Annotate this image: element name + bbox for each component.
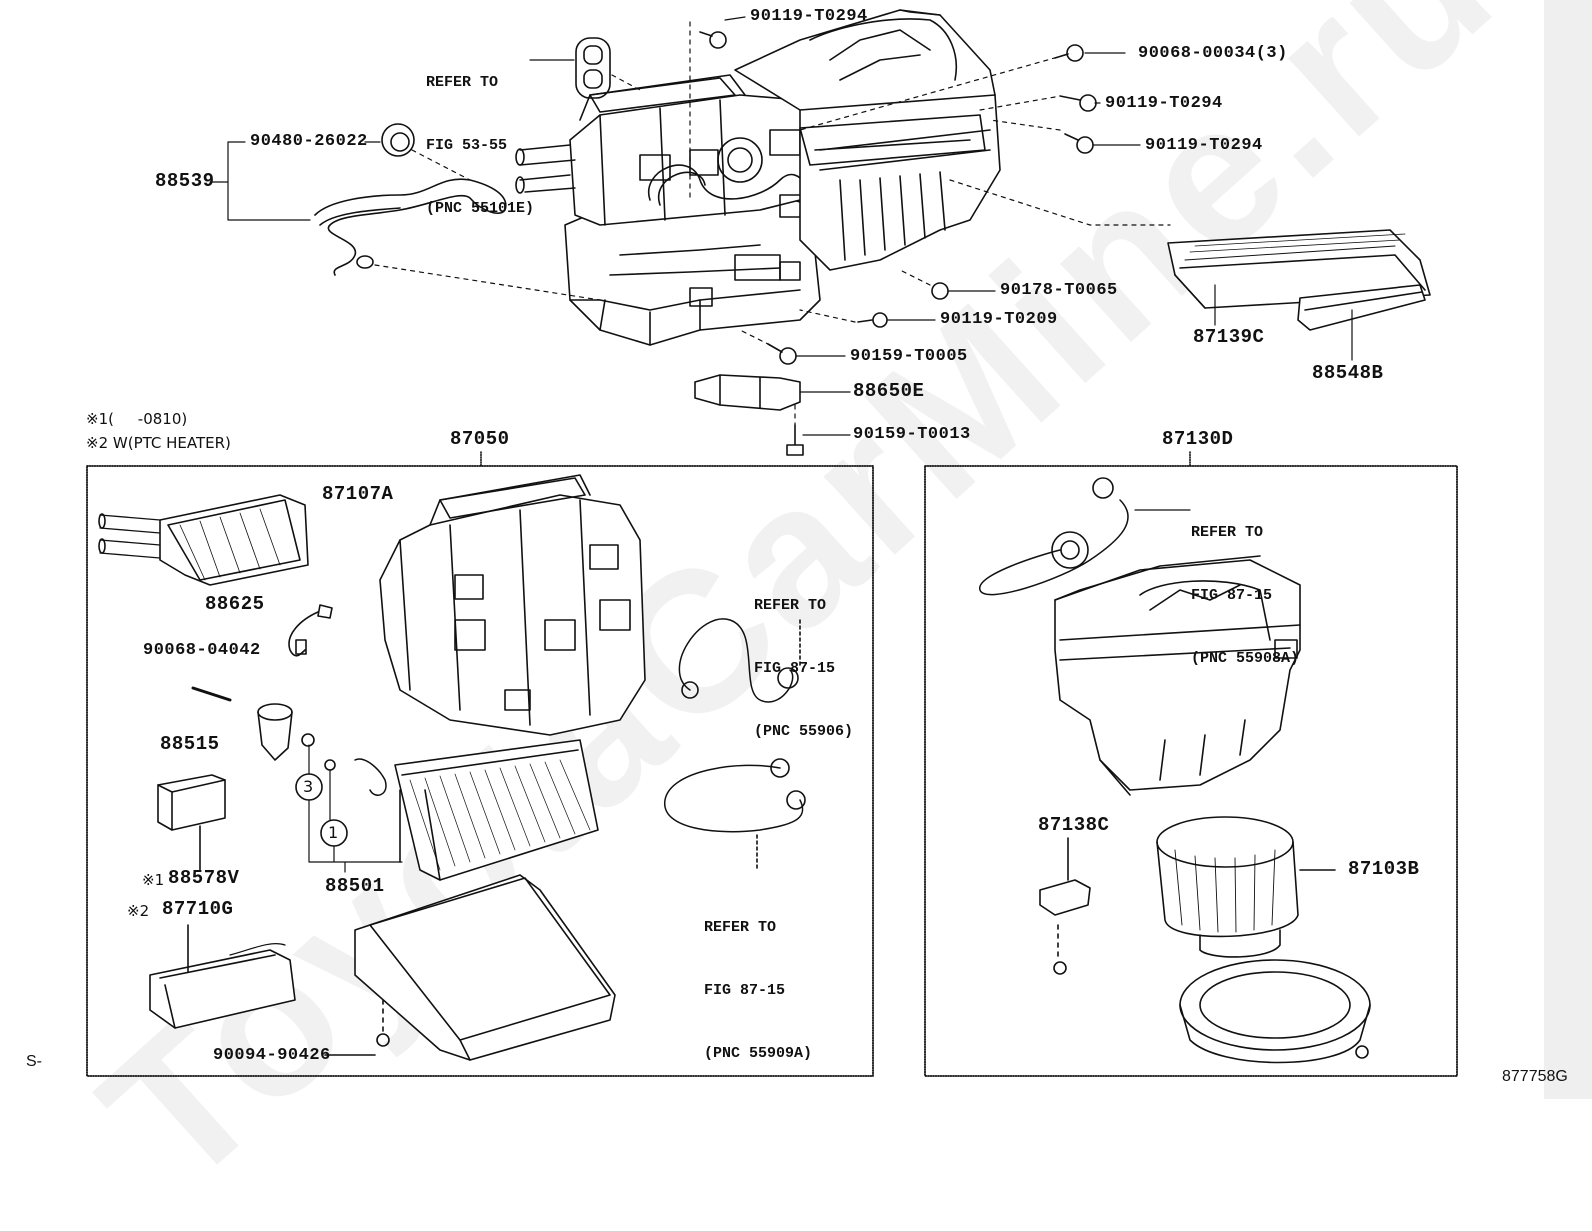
sensor-88625 (288, 604, 333, 657)
part-label-90119-t0294-r1[interactable]: 90119-T0294 (1105, 94, 1223, 113)
resistor-87138c (1039, 837, 1091, 975)
part-label-88578v[interactable]: 88578V (168, 867, 240, 889)
group-box-87130d (924, 451, 1458, 1077)
exploded-parts-diagram (86, 9, 1458, 1077)
part-label-90480-26022[interactable]: 90480-26022 (250, 132, 368, 151)
part-label-88515[interactable]: 88515 (160, 733, 220, 755)
part-label-87710g[interactable]: 87710G (162, 898, 234, 920)
ref-fig-87-15-55909a: REFER TO FIG 87-15 (PNC 55909A) (704, 919, 813, 1062)
part-label-90119-t0209[interactable]: 90119-T0209 (940, 310, 1058, 329)
ref-fig-87-15-55906: REFER TO FIG 87-15 (PNC 55906) (754, 597, 854, 740)
figure-code: 877758G (1502, 1068, 1568, 1085)
heater-unit-case-87050 (379, 474, 646, 736)
part-88578v (157, 774, 226, 871)
side-margin-strip (1544, 0, 1592, 1099)
part-label-88650e[interactable]: 88650E (853, 380, 925, 402)
part-label-90068-00034[interactable]: 90068-00034(3) (1138, 44, 1288, 63)
callout-marker-1: 1 (328, 823, 339, 842)
part-label-87138c[interactable]: 87138C (1038, 814, 1110, 836)
ptc-heater-87710g (149, 924, 296, 1029)
part-label-90119-t0294-r2[interactable]: 90119-T0294 (1145, 136, 1263, 155)
blower-motor-87103b (1156, 816, 1336, 958)
part-label-87107a[interactable]: 87107A (322, 483, 394, 505)
part-88650e (694, 374, 801, 411)
part-label-90068-04042[interactable]: 90068-04042 (143, 641, 261, 660)
drain-hose-88539 (314, 123, 507, 276)
part-label-87103b[interactable]: 87103B (1348, 858, 1420, 880)
wire-harness-55909a (664, 758, 806, 871)
group-label-87130d[interactable]: 87130D (1162, 428, 1234, 450)
dashed-guides-top (374, 21, 1171, 426)
part-label-90094-90426[interactable]: 90094-90426 (213, 1046, 331, 1065)
wire-harness-55906 (678, 618, 801, 703)
group-label-87050[interactable]: 87050 (450, 428, 510, 450)
leader-lines-top (209, 16, 1353, 436)
note-2: ※2 W(PTC HEATER) (86, 434, 231, 452)
bolt-icons-top (699, 31, 1097, 456)
hvac-case-assembly (515, 9, 1001, 346)
wire-harness-55908a (979, 477, 1191, 596)
note-1: ※1( -0810) (86, 410, 188, 428)
blower-case-87130d (1054, 555, 1301, 796)
air-filter-87139c (1167, 229, 1431, 309)
expansion-valve-88515 (191, 686, 336, 771)
callout-markers (295, 744, 403, 873)
part-label-90159-t0013[interactable]: 90159-T0013 (853, 425, 971, 444)
part-label-87139c[interactable]: 87139C (1193, 326, 1265, 348)
blower-lower-case (1179, 959, 1371, 1064)
sheet-prefix: S- (26, 1053, 42, 1070)
part-label-88539[interactable]: 88539 (155, 170, 215, 192)
callout-marker-3: 3 (303, 777, 314, 796)
evaporator-88501 (354, 739, 599, 881)
part-label-88548b[interactable]: 88548B (1312, 362, 1384, 384)
group-box-87050 (86, 451, 874, 1077)
filter-frame-88548b (1297, 284, 1426, 331)
heater-core-87107a (98, 494, 309, 586)
part-label-90119-t0294-top[interactable]: 90119-T0294 (750, 7, 868, 26)
note-mark-1: ※1 (142, 871, 165, 889)
part-label-88501[interactable]: 88501 (325, 875, 385, 897)
part-label-88625[interactable]: 88625 (205, 593, 265, 615)
part-label-90159-t0005[interactable]: 90159-T0005 (850, 347, 968, 366)
ref-fig-53-55: REFER TO FIG 53-55 (PNC 55101E) (426, 74, 535, 217)
note-mark-2: ※2 (127, 902, 150, 920)
ref-fig-87-15-55908a: REFER TO FIG 87-15 (PNC 55908A) (1191, 524, 1300, 667)
grommet-55101e (575, 37, 611, 99)
case-cover (324, 874, 616, 1061)
part-label-90178-t0065[interactable]: 90178-T0065 (1000, 281, 1118, 300)
